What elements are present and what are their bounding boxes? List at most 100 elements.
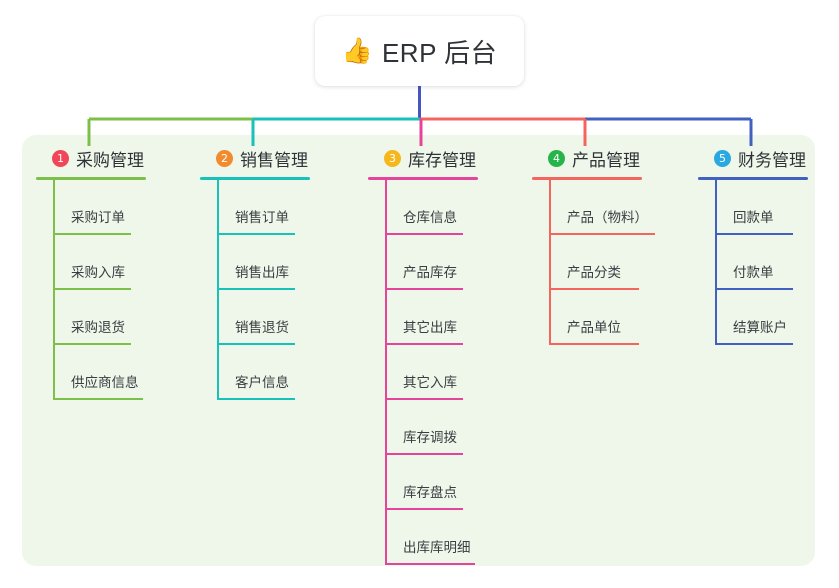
branch-column-4: 4 产品管理产品（物料） 产品分类产品单位 <box>532 146 655 345</box>
leaf-item-label: 销售订单 <box>235 210 289 225</box>
leaf-item[interactable]: 产品库存 <box>368 235 478 290</box>
branch-title-2: 销售管理 <box>240 150 308 170</box>
branch-header-3[interactable]: 3 库存管理 <box>368 146 478 170</box>
leaf-item-label: 库存调拨 <box>403 430 457 445</box>
leaf-item-label: 采购退货 <box>71 320 125 335</box>
thumbs-up-icon: 👍 <box>341 36 373 65</box>
branch-badge-icon-3: 3 <box>384 149 401 167</box>
branch-trunk-5 <box>715 180 717 345</box>
root-node-title: ERP 后台 <box>381 37 498 68</box>
leaf-item[interactable]: 销售退货 <box>200 290 310 345</box>
leaf-item-label: 库存盘点 <box>403 485 457 500</box>
branch-column-3: 3 库存管理仓库信息产品库存其它出库其它入库库存调拨库存盘点出库库明细 <box>368 146 478 565</box>
branch-rule-5 <box>698 177 808 180</box>
leaf-item[interactable]: 采购订单 <box>36 180 146 235</box>
leaf-item[interactable]: 采购入库 <box>36 235 146 290</box>
leaf-item[interactable]: 结算账户 <box>698 290 808 345</box>
leaf-item-rule <box>385 398 463 400</box>
leaf-item-rule <box>53 233 131 235</box>
leaf-item-label: 产品库存 <box>403 265 457 280</box>
leaf-item-label: 销售退货 <box>235 320 289 335</box>
leaf-item-label: 仓库信息 <box>403 210 457 225</box>
branch-trunk-2 <box>217 180 219 400</box>
branch-header-1[interactable]: 1 采购管理 <box>36 146 146 170</box>
leaf-item[interactable]: 采购退货 <box>36 290 146 345</box>
branch-trunk-4 <box>549 180 551 345</box>
leaf-item-rule <box>549 343 639 345</box>
leaf-item[interactable]: 产品分类 <box>532 235 642 290</box>
leaf-item[interactable]: 出库库明细 <box>368 510 478 565</box>
leaf-item-rule <box>385 343 463 345</box>
leaf-item-rule <box>385 288 463 290</box>
branch-rule-1 <box>36 177 146 180</box>
branch-column-1: 1 采购管理采购订单采购入库采购退货供应商信息 <box>36 146 146 400</box>
leaf-item-rule <box>385 563 475 565</box>
leaf-item-rule <box>53 288 131 290</box>
leaf-item-label: 结算账户 <box>733 320 787 335</box>
leaf-item-rule <box>385 453 463 455</box>
leaf-item-rule <box>53 343 131 345</box>
leaf-item-rule <box>715 288 793 290</box>
branch-trunk-3 <box>385 180 387 565</box>
branch-trunk-1 <box>53 180 55 400</box>
leaf-item-label: 采购订单 <box>71 210 125 225</box>
leaf-item-label: 其它入库 <box>403 375 457 390</box>
leaf-item-label: 其它出库 <box>403 320 457 335</box>
leaf-item-rule <box>715 343 793 345</box>
leaf-item-rule <box>549 288 639 290</box>
leaf-item-label: 产品（物料） <box>567 210 648 225</box>
branch-badge-icon-5: 5 <box>714 149 731 167</box>
leaf-item[interactable]: 仓库信息 <box>368 180 478 235</box>
branch-items-4: 产品（物料） 产品分类产品单位 <box>532 180 655 345</box>
leaf-item[interactable]: 产品（物料） <box>532 180 655 235</box>
leaf-item-label: 销售出库 <box>235 265 289 280</box>
leaf-item-label: 回款单 <box>733 210 774 225</box>
leaf-item[interactable]: 库存盘点 <box>368 455 478 510</box>
leaf-item-label: 产品分类 <box>567 265 621 280</box>
leaf-item[interactable]: 产品单位 <box>532 290 642 345</box>
branch-items-3: 仓库信息产品库存其它出库其它入库库存调拨库存盘点出库库明细 <box>368 180 478 565</box>
branch-header-2[interactable]: 2 销售管理 <box>200 146 310 170</box>
leaf-item-rule <box>53 398 143 400</box>
leaf-item[interactable]: 供应商信息 <box>36 345 146 400</box>
root-node[interactable]: 👍 ERP 后台 <box>315 16 524 86</box>
leaf-item[interactable]: 销售订单 <box>200 180 310 235</box>
leaf-item-label: 采购入库 <box>71 265 125 280</box>
leaf-item-rule <box>217 398 295 400</box>
branch-column-5: 5 财务管理回款单付款单结算账户 <box>698 146 808 345</box>
branch-items-5: 回款单付款单结算账户 <box>698 180 808 345</box>
leaf-item[interactable]: 客户信息 <box>200 345 310 400</box>
leaf-item-rule <box>385 233 463 235</box>
leaf-item-label: 出库库明细 <box>403 540 471 555</box>
leaf-item[interactable]: 销售出库 <box>200 235 310 290</box>
branch-badge-icon-1: 1 <box>52 149 69 167</box>
branch-badge-icon-2: 2 <box>216 149 233 167</box>
diagram-background-panel <box>22 135 815 566</box>
leaf-item[interactable]: 其它入库 <box>368 345 478 400</box>
leaf-item-label: 供应商信息 <box>71 375 139 390</box>
branch-title-5: 财务管理 <box>738 150 806 170</box>
branch-title-3: 库存管理 <box>408 150 476 170</box>
branch-title-1: 采购管理 <box>76 150 144 170</box>
leaf-item-rule <box>715 233 793 235</box>
leaf-item-rule <box>385 508 463 510</box>
leaf-item-label: 产品单位 <box>567 320 621 335</box>
branch-rule-4 <box>532 177 642 180</box>
leaf-item-rule <box>217 288 295 290</box>
leaf-item[interactable]: 回款单 <box>698 180 808 235</box>
branch-rule-3 <box>368 177 478 180</box>
branch-items-1: 采购订单采购入库采购退货供应商信息 <box>36 180 146 400</box>
branch-badge-icon-4: 4 <box>548 149 565 167</box>
branch-header-4[interactable]: 4 产品管理 <box>532 146 642 170</box>
leaf-item[interactable]: 其它出库 <box>368 290 478 345</box>
branch-header-5[interactable]: 5 财务管理 <box>698 146 808 170</box>
leaf-item-label: 客户信息 <box>235 375 289 390</box>
leaf-item[interactable]: 付款单 <box>698 235 808 290</box>
branch-rule-2 <box>200 177 310 180</box>
branch-items-2: 销售订单销售出库销售退货客户信息 <box>200 180 310 400</box>
leaf-item[interactable]: 库存调拨 <box>368 400 478 455</box>
leaf-item-label: 付款单 <box>733 265 774 280</box>
leaf-item-rule <box>217 343 295 345</box>
branch-title-4: 产品管理 <box>572 150 640 170</box>
